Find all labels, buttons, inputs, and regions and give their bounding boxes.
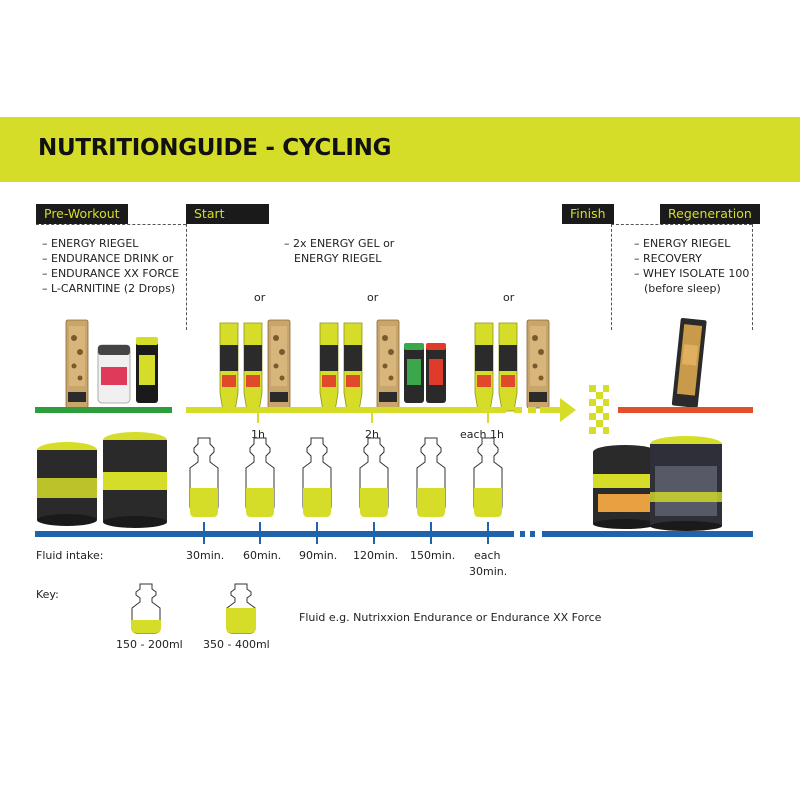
regeneration-list: – ENERGY RIEGEL – RECOVERY – WHEY ISOLAT…	[634, 236, 749, 296]
finish-flag-icon	[589, 385, 609, 434]
pre-workout-frame-top	[36, 224, 186, 225]
page-title: NUTRITIONGUIDE - CYCLING	[38, 135, 392, 161]
regeneration-frame-top	[611, 224, 752, 225]
fluid-row	[37, 432, 722, 531]
large-bottle-key-icon	[226, 583, 256, 634]
fluid-bottle-icon	[473, 437, 503, 518]
oat-bar-image	[526, 319, 550, 409]
oat-bar-image	[267, 319, 291, 409]
fluid-bottle-icon	[416, 437, 446, 518]
energy-gel-image	[343, 322, 363, 412]
energy-gel-image	[243, 322, 263, 412]
energy-shot-image	[136, 337, 158, 403]
fluid-tick	[316, 522, 318, 544]
fluid-tick	[259, 522, 261, 544]
energy-gel-image	[319, 322, 339, 412]
phase-label-finish: Finish	[562, 204, 614, 224]
key-description: Fluid e.g. Nutrixxion Endurance or Endur…	[299, 611, 602, 624]
list-item: – WHEY ISOLATE 100	[634, 267, 750, 280]
list-item: – ENERGY RIEGEL	[634, 237, 731, 250]
fluid-bottle-icon	[302, 437, 332, 518]
regeneration-frame-right	[752, 224, 753, 330]
timeline-tick	[487, 413, 489, 423]
fluid-tick	[430, 522, 432, 544]
or-label: or	[367, 291, 379, 304]
fluid-intake-label: Fluid intake:	[36, 549, 104, 562]
list-item: – 2x ENERGY GEL or	[284, 237, 395, 250]
timeline-dash	[530, 531, 535, 537]
timeline-dash	[520, 531, 525, 537]
fluid-interval: 120min.	[353, 549, 399, 562]
timeline-arrow-icon	[540, 398, 576, 422]
fluid-tick	[373, 522, 375, 544]
list-item: ENERGY RIEGEL	[294, 252, 382, 265]
energy-gel-image	[474, 322, 494, 412]
pre-workout-list: – ENERGY RIEGEL – ENDURANCE DRINK or – E…	[42, 236, 179, 296]
fluid-timeline-bar	[35, 531, 514, 537]
finish-divider	[611, 224, 612, 330]
nitro-shot-image	[426, 343, 446, 403]
list-item: – RECOVERY	[634, 252, 702, 265]
key-large-label: 350 - 400ml	[203, 638, 270, 651]
protein-bar-image	[671, 317, 707, 408]
energy-shot-image	[404, 343, 424, 403]
regeneration-bar	[618, 407, 753, 413]
fluid-tick	[203, 522, 205, 544]
oat-bar-image	[376, 319, 400, 409]
fluid-interval: 30min.	[469, 565, 508, 578]
phase-label-pre-workout: Pre-Workout	[36, 204, 128, 224]
fluid-interval: 60min.	[243, 549, 282, 562]
fluid-timeline-bar	[542, 531, 753, 537]
pre-workout-frame-right	[186, 224, 187, 330]
key-label: Key:	[36, 588, 59, 601]
fluid-bottle-icon	[245, 437, 275, 518]
list-item: (before sleep)	[644, 282, 721, 295]
product-row	[65, 317, 707, 412]
title-banner	[0, 117, 800, 182]
list-item: – ENERGY RIEGEL	[42, 237, 139, 250]
xx-force-tub-image	[37, 442, 97, 526]
fluid-bottle-icon	[189, 437, 219, 518]
phase-label-regeneration: Regeneration	[660, 204, 760, 224]
start-list: – 2x ENERGY GEL or ENERGY RIEGEL	[284, 236, 394, 266]
list-item: – L-CARNITINE (2 Drops)	[42, 282, 176, 295]
oat-bar-image	[65, 319, 89, 409]
fluid-interval: 150min.	[410, 549, 456, 562]
fluid-interval: 30min.	[186, 549, 225, 562]
phase-label-start: Start	[186, 204, 269, 224]
energy-gel-image	[498, 322, 518, 412]
or-label: or	[254, 291, 266, 304]
fluid-tick	[487, 522, 489, 544]
endurance-tub-image	[103, 432, 167, 528]
fluid-interval: 90min.	[299, 549, 338, 562]
energy-gel-image	[219, 322, 239, 412]
start-timeline-bar	[186, 407, 506, 413]
whey-isolate-tub-image	[650, 436, 722, 531]
or-label: or	[503, 291, 515, 304]
key-small-label: 150 - 200ml	[116, 638, 183, 651]
timeline-dash	[514, 407, 522, 413]
timeline-dash	[528, 407, 536, 413]
fluid-bottle-icon	[359, 437, 389, 518]
recovery-tub-image	[593, 445, 657, 529]
list-item: – ENDURANCE DRINK or	[42, 252, 174, 265]
l-carnitine-bottle-image	[97, 344, 131, 404]
fluid-interval: each	[474, 549, 501, 562]
timeline-tick	[257, 413, 259, 423]
timeline-tick	[371, 413, 373, 423]
list-item: – ENDURANCE XX FORCE	[42, 267, 180, 280]
small-bottle-key-icon	[131, 583, 161, 634]
pre-workout-bar	[35, 407, 172, 413]
